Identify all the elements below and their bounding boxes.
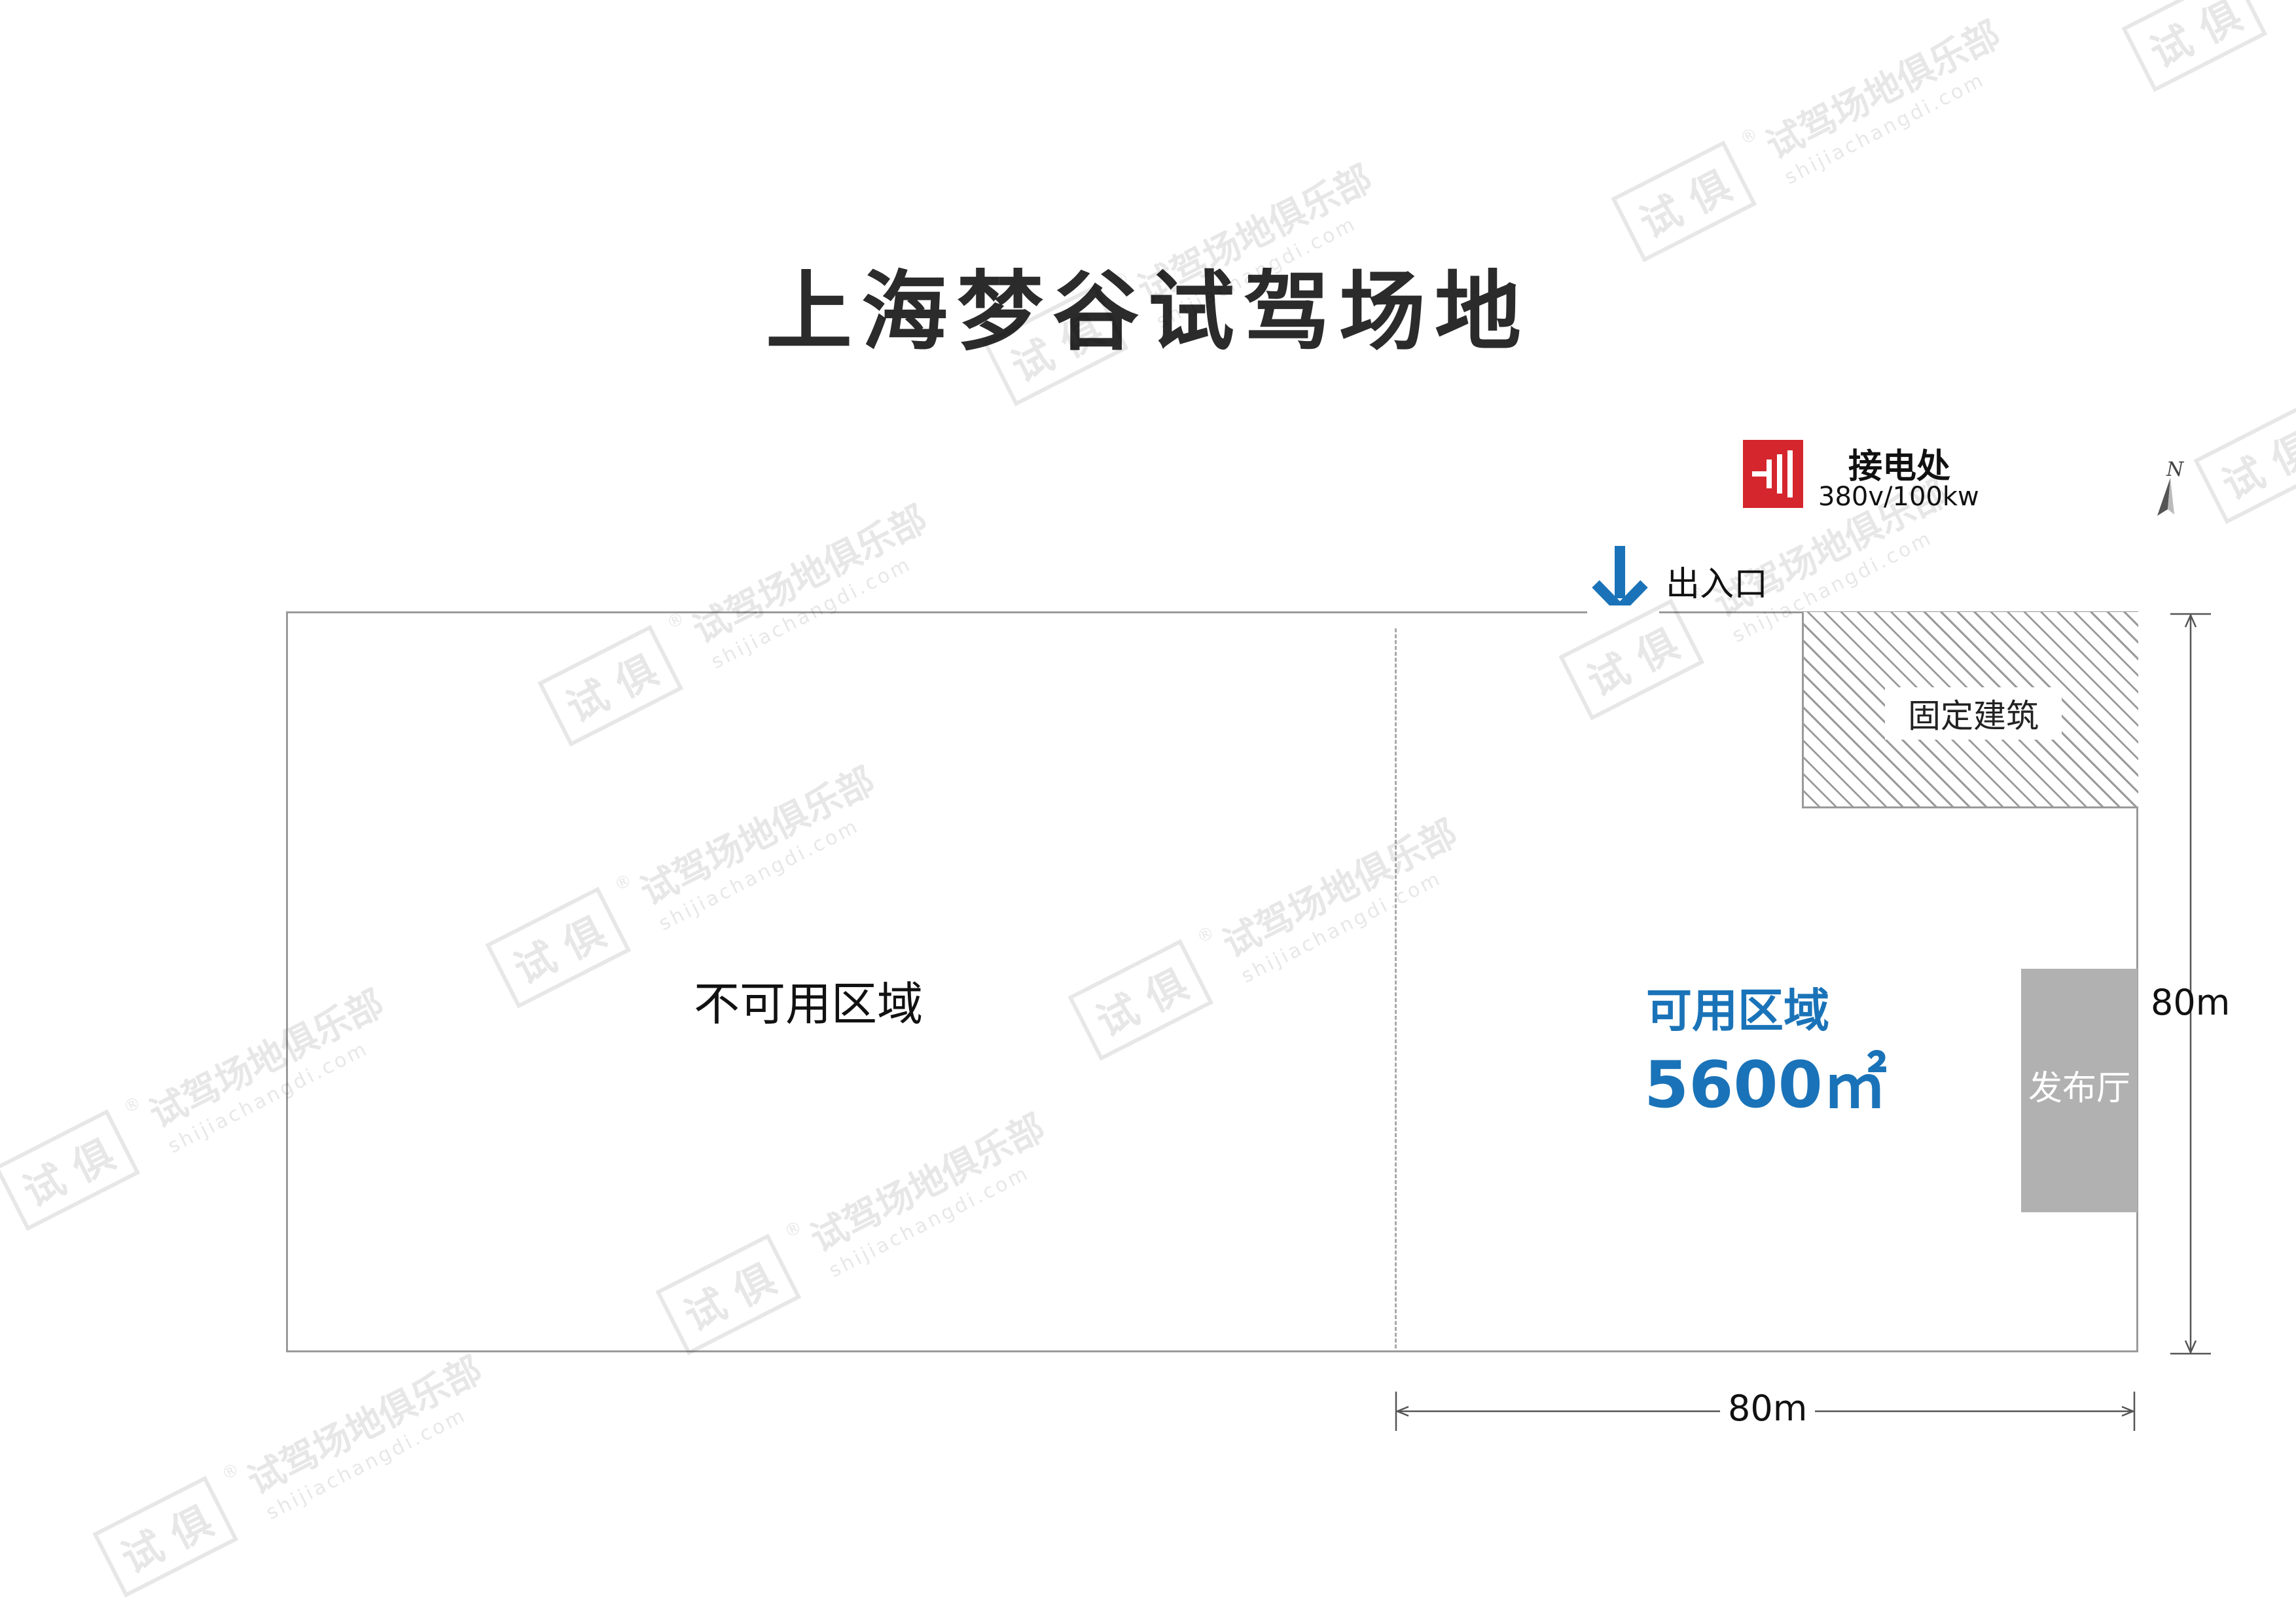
launch-hall-area — [2021, 969, 2138, 1212]
entrance-label: 出入口 — [1666, 565, 1768, 604]
page-title: 上海梦谷试驾场地 — [766, 262, 1530, 363]
usable-area-value: 5600㎡ — [1644, 1048, 1887, 1123]
power-spec-label: 380v/100kw — [1818, 482, 1979, 512]
power-outlet-icon — [1743, 440, 1803, 508]
zone-divider — [1395, 628, 1397, 1348]
fixed-building-label: 固定建筑 — [1885, 687, 2062, 740]
unusable-zone-label: 不可用区域 — [694, 977, 923, 1031]
launch-hall-label: 发布厅 — [2028, 1069, 2130, 1108]
north-label: N — [2166, 458, 2184, 481]
north-arrow-icon: N — [2148, 458, 2187, 524]
width-dimension-label: 80m — [1720, 1388, 1816, 1429]
usable-zone-label: 可用区域 — [1646, 984, 1829, 1038]
height-dimension-label: 80m — [2151, 982, 2231, 1023]
entrance-gap — [1587, 605, 1659, 619]
power-connection-label: 接电处 — [1848, 447, 1951, 486]
